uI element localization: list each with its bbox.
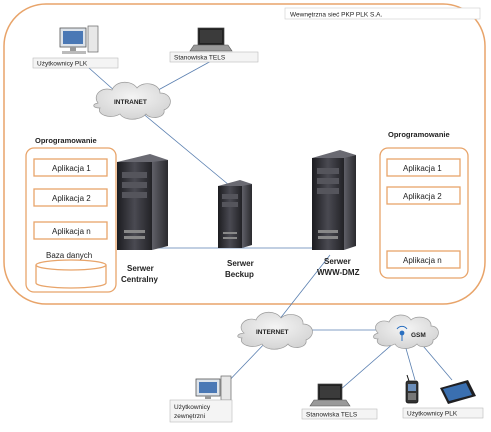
external-laptop-icon	[309, 383, 351, 407]
desktop-computer-icon	[59, 25, 99, 54]
external-users-label-2: zewnętrzni	[174, 413, 205, 420]
mobile-phone-icon	[405, 374, 419, 404]
dmz-server-label-1: Serwer	[324, 257, 351, 266]
backup-server-label-2: Beckup	[225, 270, 254, 279]
left-app-2-label: Aplikacja 2	[52, 194, 91, 203]
link-gsm-tels	[339, 341, 396, 391]
gsm-label: GSM	[411, 332, 426, 339]
right-app-n-box	[386, 250, 461, 269]
right-software-header: Oprogramowanie	[388, 130, 450, 139]
left-app-2-box	[33, 188, 108, 207]
internet-label: INTERNET	[256, 329, 289, 336]
laptop-icon	[189, 27, 233, 52]
antenna-icon	[396, 325, 408, 341]
central-server-label-1: Serwer	[127, 264, 154, 273]
tels-label: Stanowiska TELS	[174, 55, 226, 62]
users-plk-label-box	[32, 57, 119, 69]
right-app-n-label: Aplikacja n	[403, 256, 442, 265]
intranet-cloud: INTRANET	[93, 81, 171, 120]
internal-network-region	[3, 3, 486, 305]
left-app-n-label: Aplikacja n	[52, 227, 91, 236]
right-app-2-label: Aplikacja 2	[403, 192, 442, 201]
link-dmz-internet	[274, 254, 331, 326]
dmz-server-icon	[312, 150, 356, 250]
link-intranet-backup	[134, 106, 236, 191]
left-app-1-box	[33, 158, 108, 177]
internet-cloud: INTERNET	[237, 311, 313, 350]
external-users-label-box	[169, 399, 233, 423]
backup-server-icon	[218, 180, 252, 248]
left-software-header: Oprogramowanie	[35, 136, 97, 145]
left-software-panel: Oprogramowanie Aplikacja 1 Aplikacja 2 A…	[25, 136, 117, 293]
external-users-plk-label-box	[402, 407, 484, 419]
region-label: Wewnętrzna sieć PKP PLK S.A.	[290, 12, 382, 19]
left-app-1-label: Aplikacja 1	[52, 164, 91, 173]
central-server-icon	[117, 154, 168, 250]
right-app-2-box	[386, 186, 461, 205]
left-app-n-box	[33, 221, 108, 240]
central-server-label-2: Centralny	[121, 275, 158, 284]
link-gsm-phone	[404, 344, 416, 381]
database-label: Baza danych	[46, 251, 92, 260]
backup-server-label-1: Serwer	[227, 259, 254, 268]
external-tels-label: Stanowiska TELS	[306, 412, 358, 419]
intranet-label: INTRANET	[114, 99, 147, 106]
gsm-cloud: GSM	[373, 314, 439, 349]
external-desktop-icon	[195, 375, 232, 401]
right-software-panel: Oprogramowanie Aplikacja 1 Aplikacja 2 A…	[379, 130, 469, 279]
external-users-label-1: Użytkownicy	[174, 404, 211, 411]
users-plk-label: Użytkownicy PLK	[37, 61, 88, 68]
tels-label-box	[169, 51, 259, 63]
right-app-1-label: Aplikacja 1	[403, 164, 442, 173]
external-users-plk-label: Użytkownicy PLK	[407, 411, 458, 418]
database-icon	[35, 259, 107, 289]
tablet-icon	[440, 380, 476, 404]
region-label-box	[284, 7, 481, 20]
right-app-1-box	[386, 158, 461, 177]
external-tels-label-box	[301, 408, 378, 420]
dmz-server-label-2: WWW-DMZ	[317, 268, 360, 277]
